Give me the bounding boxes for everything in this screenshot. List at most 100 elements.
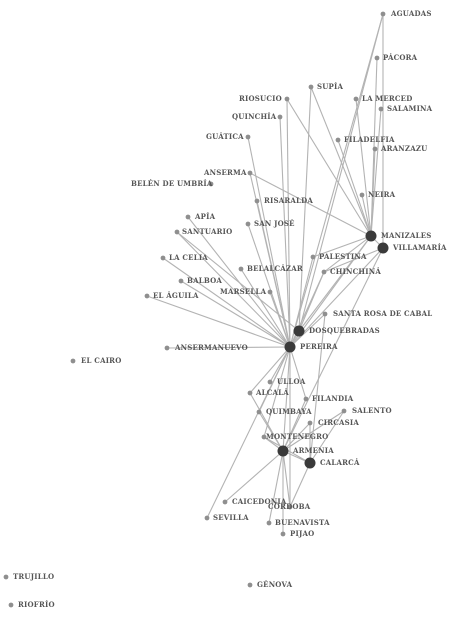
edge-pereira-belalcazar [240, 268, 291, 348]
label-quimbaya: QUIMBAYA [266, 407, 312, 416]
node-elaguila [144, 293, 150, 299]
node-dosquebradas [293, 325, 305, 337]
edge-pereira-elaguila [146, 295, 291, 348]
label-filadelfia: FILADELFIA [344, 135, 395, 144]
edge-armenia-buenavista [268, 450, 284, 524]
node-belen [208, 181, 214, 187]
label-elaguila: EL ÁGUILA [153, 291, 199, 300]
edge-dosquebradas-aguadas [298, 13, 384, 332]
node-aranzazu [372, 146, 378, 152]
edge-pereira-alcala [249, 346, 291, 394]
node-trujillo [3, 574, 9, 580]
label-trujillo: TRUJILLO [13, 572, 54, 581]
label-santuario: SANTUARIO [182, 227, 232, 236]
node-manizales [365, 230, 377, 242]
label-supia: SUPÍA [317, 82, 343, 91]
node-aguadas [380, 11, 386, 17]
node-villamaria [377, 242, 389, 254]
edge-manizales-anserma [249, 172, 372, 237]
edge-pereira-lacelia [162, 257, 291, 348]
edge-calarca-salento [309, 410, 345, 464]
label-lamerced: LA MERCED [362, 94, 412, 103]
label-filandia: FILANDIA [312, 394, 354, 403]
node-marsella [267, 289, 273, 295]
label-balboa: BALBOA [187, 276, 222, 285]
node-circasia [307, 420, 313, 426]
edge-dosquebradas-santuario [176, 231, 300, 332]
node-balboa [178, 278, 184, 284]
node-cordoba [287, 504, 293, 510]
label-riosucio: RIOSUCIO [239, 94, 282, 103]
node-supia [308, 84, 314, 90]
edge-pereira-armenia [282, 346, 291, 452]
label-armenia: ARMENIA [292, 446, 334, 455]
edge-armenia-caicedonia [224, 450, 284, 503]
node-elcairo [70, 358, 76, 364]
node-riofrio [8, 602, 14, 608]
node-calarca [304, 457, 316, 469]
node-anserma [247, 170, 253, 176]
edge-villamaria-chinchina [323, 247, 384, 273]
label-riofrio: RIOFRÍO [18, 600, 55, 609]
label-villamaria: VILLAMARÍA [392, 243, 447, 252]
edge-manizales-aranzazu [370, 148, 376, 237]
edge-manizales-palestina [312, 235, 372, 258]
node-santuario [174, 229, 180, 235]
edge-pereira-ansermanuevo [166, 346, 291, 349]
node-neira [359, 192, 365, 198]
edge-armenia-circasia [282, 422, 311, 452]
label-belen: BELÉN DE UMBRÍA [131, 179, 213, 188]
label-pereira: PEREIRA [300, 342, 338, 351]
label-elcairo: EL CAIRO [81, 356, 122, 365]
label-salento: SALENTO [352, 406, 392, 415]
label-genova: GÉNOVA [257, 580, 293, 589]
edge-pereira-guatica [247, 136, 291, 348]
node-apia [185, 214, 191, 220]
label-montenegro: MONTENEGRO [266, 432, 328, 441]
label-anserma: ANSERMA [203, 168, 247, 177]
label-belalcazar: BELALCÁZAR [247, 264, 303, 273]
edge-pereira-balboa [180, 280, 291, 348]
node-sanjose [245, 221, 251, 227]
label-risaralda: RISARALDA [264, 196, 313, 205]
node-chinchina [321, 269, 327, 275]
node-montenegro [261, 434, 267, 440]
label-circasia: CIRCASIA [318, 418, 359, 427]
edge-dosquebradas-supia [298, 86, 312, 332]
node-quimbaya [256, 409, 262, 415]
label-aranzazu: ARANZAZU [380, 144, 427, 153]
edge-pereira-santarosa [289, 313, 326, 348]
edge-manizales-riosucio [286, 98, 372, 237]
node-lacelia [160, 255, 166, 261]
label-apia: APÍA [194, 212, 216, 221]
edge-manizales-neira [361, 194, 372, 237]
edge-pereira-sanjose [247, 223, 291, 348]
label-caicedonia: CAICEDONIA [232, 497, 287, 506]
edge-manizales-chinchina [323, 235, 372, 273]
label-dosquebradas: DOSQUEBRADAS [309, 326, 380, 335]
label-ansermanuevo: ANSERMANUEVO [174, 343, 248, 352]
edge-pereira-quinchia [279, 116, 291, 348]
node-ansermanuevo [164, 345, 170, 351]
nodes-layer [3, 11, 389, 608]
node-salamina [378, 106, 384, 112]
node-buenavista [266, 520, 272, 526]
edge-manizales-lamerced [355, 98, 372, 237]
node-alcala [247, 390, 253, 396]
edges-layer [146, 13, 384, 534]
edge-manizales-filadelfia [337, 139, 372, 237]
node-pereira [284, 341, 296, 353]
node-santarosa [322, 311, 328, 317]
edge-dosquebradas-chinchina [298, 271, 325, 332]
label-palestina: PALESTINA [319, 252, 367, 261]
node-pacora [374, 55, 380, 61]
node-riosucio [284, 96, 290, 102]
edge-pereira-riosucio [286, 98, 291, 348]
edge-pereira-villamaria [289, 247, 384, 348]
node-salento [341, 408, 347, 414]
label-calarca: CALARCÁ [320, 458, 360, 467]
label-lacelia: LA CELIA [169, 253, 208, 262]
node-filandia [303, 396, 309, 402]
node-caicedonia [222, 499, 228, 505]
